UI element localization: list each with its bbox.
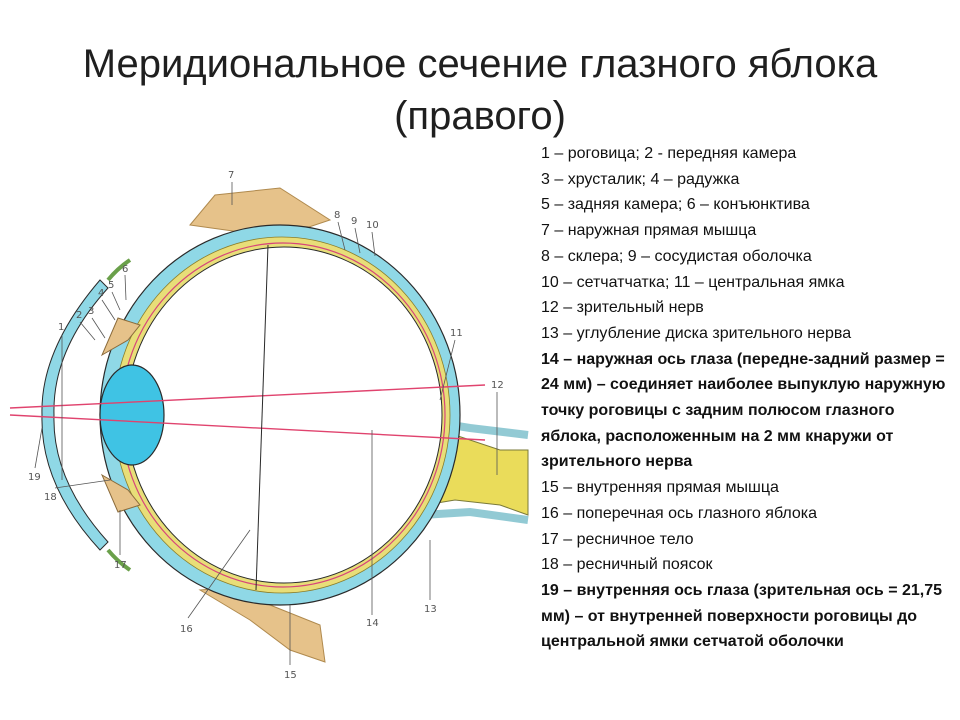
label-6: 6 (122, 264, 128, 275)
transverse-axis-line (255, 244, 269, 591)
iris-upper (100, 317, 141, 357)
legend: 1 – роговица; 2 - передняя камера 3 – хр… (541, 141, 951, 655)
label-7: 7 (228, 170, 234, 181)
legend-item-5: 5 – задняя камера; 6 – конъюнктива (541, 196, 810, 214)
legend-item-17: 17 – ресничное тело (541, 530, 694, 548)
legend-item-13: 13 – углубление диска зрительного нерва (541, 324, 852, 342)
label-14: 14 (366, 618, 379, 629)
legend-item-14: 14 – наружная ось глаза (передне-задний … (541, 350, 946, 471)
label-9: 9 (351, 216, 357, 227)
label-18: 18 (44, 492, 57, 503)
label-12: 12 (491, 380, 504, 391)
legend-item-15: 15 – внутренняя прямая мышца (541, 479, 779, 497)
legend-item-1: 1 – роговица; 2 - передняя камера (541, 145, 797, 162)
label-17: 17 (114, 560, 127, 571)
label-2: 2 (76, 310, 82, 321)
iris-lower (100, 473, 141, 513)
label-5: 5 (108, 280, 114, 291)
legend-item-18: 18 – ресничный поясок (541, 556, 713, 574)
label-11: 11 (450, 328, 463, 339)
anterior-segment (37, 260, 120, 570)
label-3: 3 (88, 306, 94, 317)
label-16: 16 (180, 624, 193, 635)
legend-item-16: 16 – поперечная ось глазного яблока (541, 504, 818, 522)
label-4: 4 (98, 288, 104, 299)
cornea (41, 279, 109, 551)
legend-item-7: 7 – наружная прямая мышца (541, 222, 757, 240)
internal-axis-line (9, 414, 486, 441)
legend-item-19: 19 – внутренняя ось глаза (зрительная ос… (541, 581, 943, 651)
legend-item-12: 12 – зрительный нерв (541, 299, 704, 317)
vitreous-body (125, 246, 443, 584)
conjunctiva (106, 258, 132, 572)
label-8: 8 (334, 210, 340, 221)
slide-title: Меридиональное сечение глазного яблока (… (0, 38, 960, 142)
external-rectus-muscle (189, 187, 332, 233)
external-axis-line (9, 384, 486, 409)
legend-item-3: 3 – хрусталик; 4 – радужка (541, 170, 740, 188)
leader-lines (34, 182, 498, 665)
title-line-2: (правого) (394, 94, 566, 138)
label-10: 10 (366, 220, 379, 231)
label-13: 13 (424, 604, 437, 615)
label-19: 19 (28, 472, 41, 483)
label-1: 1 (58, 322, 64, 333)
eyeball-diagram: 1 2 3 4 5 6 7 8 9 10 11 12 13 14 15 16 1… (9, 170, 529, 681)
title-line-1: Меридиональное сечение глазного яблока (82, 42, 878, 86)
lens (99, 364, 165, 466)
label-15: 15 (284, 670, 297, 681)
legend-item-8: 8 – склера; 9 – сосудистая оболочка (541, 247, 812, 265)
legend-item-10: 10 – сетчатчатка; 11 – центральная ямка (541, 273, 845, 291)
